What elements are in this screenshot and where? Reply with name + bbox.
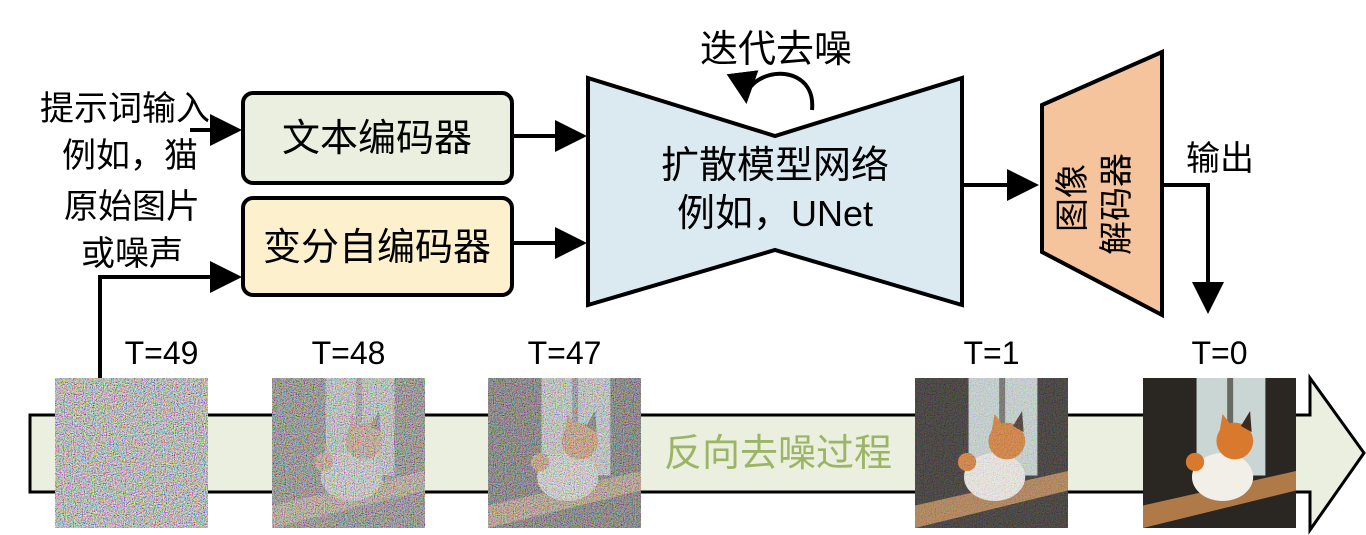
noise-overlay [488, 378, 641, 528]
image-input-label: 原始图片 [64, 187, 200, 227]
noise-overlay [915, 378, 1068, 528]
decoder-label-line1: 图像 [1053, 164, 1093, 232]
iterative-denoise-label: 迭代去噪 [700, 27, 852, 71]
noise-overlay [272, 378, 425, 528]
step-label: T=1 [963, 335, 1019, 371]
loop-arrow-icon [726, 70, 815, 111]
step-label: T=47 [528, 335, 602, 371]
step-image-T=48 [272, 378, 425, 528]
step-image-T=47 [488, 378, 641, 528]
diffusion-example-label: 例如，UNet [677, 191, 873, 235]
step-label: T=48 [312, 335, 386, 371]
step-label: T=49 [125, 335, 199, 371]
diffusion-example-en: UNet [791, 193, 873, 234]
reverse-process-label: 反向去噪过程 [664, 431, 892, 475]
image-decoder-shape [1040, 48, 1164, 319]
diffusion-model-shape [586, 75, 964, 308]
output-label: 输出 [1186, 139, 1254, 179]
prompt-input-label: 提示词输入 [40, 89, 210, 129]
step-image-T=0 [1143, 378, 1296, 528]
vae-encoder-label: 变分自编码器 [263, 225, 491, 269]
noise-input-label: 或噪声 [81, 234, 183, 274]
image-arrow [98, 261, 242, 378]
step-image-T=49 [55, 378, 208, 528]
diffusion-example-cn: 例如， [677, 191, 791, 235]
step-image-T=1 [915, 378, 1068, 528]
output-arrow [1162, 183, 1224, 314]
prompt-example-label: 例如，猫 [62, 136, 198, 176]
text-encoder-box [241, 91, 514, 185]
diffusion-model-label: 扩散模型网络 [661, 143, 889, 187]
noise-overlay [55, 378, 208, 528]
text-encoder-label: 文本编码器 [282, 116, 472, 160]
step-label: T=0 [1191, 335, 1247, 371]
decoder-label-line2: 解码器 [1097, 153, 1137, 255]
vae-encoder-box [241, 196, 514, 297]
